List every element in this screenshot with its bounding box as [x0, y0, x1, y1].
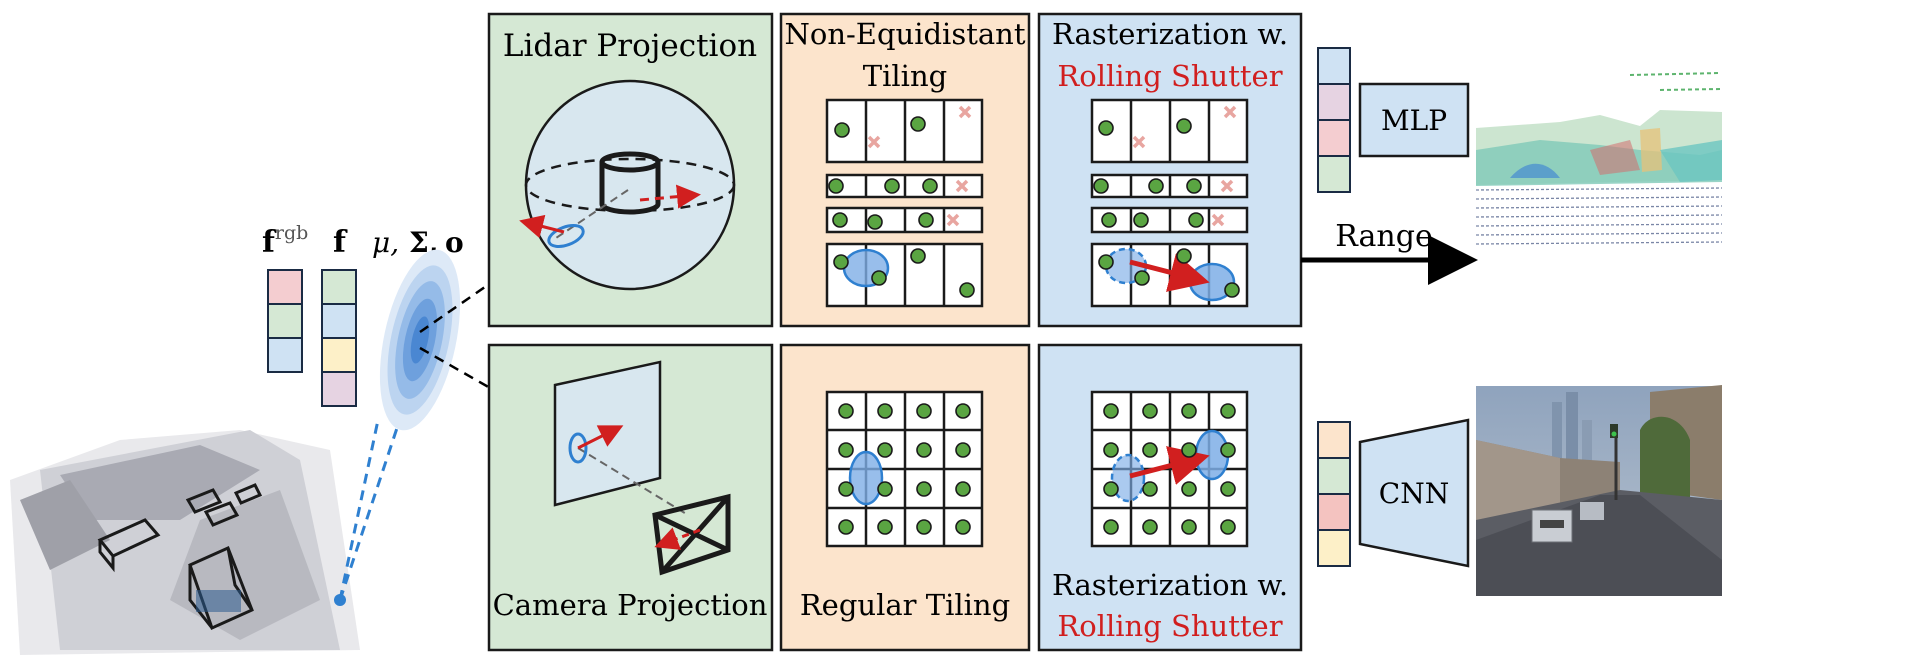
f-rgb-stack	[267, 269, 303, 373]
sensor-rays	[338, 419, 400, 601]
mu-label: μ,	[372, 226, 399, 259]
regular-tile-gaussian	[848, 450, 884, 506]
panel-lidar-projection: Lidar Projection	[487, 12, 774, 328]
camera-motion-arrow	[577, 425, 624, 450]
shutter-motion-arrow-top	[1129, 253, 1210, 292]
raster-top-title-1: Rasterization w.	[1052, 17, 1288, 51]
non-equidistant-title-1: Non-Equidistant	[785, 17, 1026, 51]
raster-bottom-title-2: Rolling Shutter	[1057, 609, 1282, 643]
camera-ray	[577, 447, 689, 516]
cnn-label: CNN	[1379, 477, 1449, 510]
camera-projection-title: Camera Projection	[493, 588, 768, 622]
non-equidistant-title-2: Tiling	[863, 59, 947, 93]
f-stack	[321, 269, 357, 407]
lidar-motion-arrow	[519, 214, 565, 239]
camera-icon	[652, 493, 731, 576]
f-rgb-label: frgb	[262, 222, 308, 260]
panel-raster-top: Rasterization w. Rolling Shutter	[1037, 12, 1303, 328]
projected-gaussian-lidar	[547, 224, 585, 248]
car-box-fill	[196, 590, 241, 612]
mlp-feature-stack	[1317, 47, 1351, 193]
o-label: o	[445, 226, 464, 259]
regular-dots	[838, 403, 971, 535]
panel-regular-tiling: Regular Tiling	[779, 343, 1031, 652]
projected-gaussian-camera	[568, 432, 588, 464]
mlp-box	[1358, 82, 1470, 158]
regular-tiling-title: Regular Tiling	[800, 588, 1010, 622]
lidar-projection-title: Lidar Projection	[503, 28, 757, 64]
sensor-origin-dot	[334, 594, 346, 606]
raster-bottom-title-1: Rasterization w.	[1052, 568, 1288, 602]
camera-image-output	[1476, 385, 1722, 596]
sample-dots	[828, 116, 975, 298]
range-image-output	[1475, 72, 1723, 245]
range-label: Range	[1335, 219, 1432, 254]
gaussian-ellipsoid	[379, 249, 461, 431]
raster-top-dots	[1093, 118, 1240, 298]
lidar-sphere	[524, 79, 736, 291]
cnn-decoder	[1358, 418, 1470, 568]
lidar-ray	[552, 189, 629, 241]
panel-raster-bottom: Rasterization w. Rolling Shutter	[1037, 343, 1303, 652]
raster-top-title-2: Rolling Shutter	[1057, 59, 1282, 93]
lidar-dir-arrow	[639, 184, 701, 209]
mlp-label: MLP	[1381, 104, 1447, 137]
shutter-motion-arrow-bottom	[1129, 446, 1210, 485]
raster-top-crosses	[1132, 105, 1237, 227]
feature-symbols: frgb f μ, Σ, o	[262, 222, 464, 260]
lidar-sensor-icon	[599, 151, 661, 215]
raster-bottom-dots	[1103, 403, 1236, 535]
cull-crosses	[867, 105, 972, 227]
point-cloud-scene	[10, 430, 360, 655]
f-label: f	[333, 225, 348, 260]
panel-non-equidistant-tiling: Non-Equidistant Tiling	[779, 12, 1031, 328]
cnn-feature-stack	[1317, 421, 1351, 567]
panel-camera-projection: Camera Projection	[487, 343, 774, 652]
gaussian-before-shutter-bottom	[1110, 453, 1146, 503]
